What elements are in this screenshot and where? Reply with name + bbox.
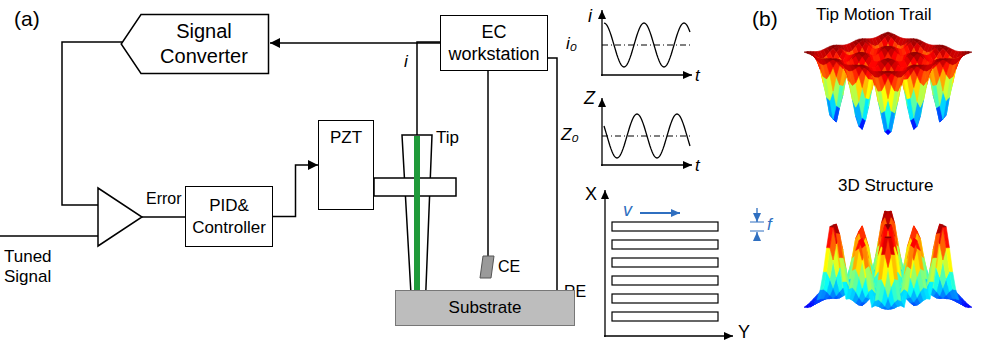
text-label: f [767,215,772,235]
converter-block: Signal Converter [120,14,270,74]
plot-axis [601,10,602,76]
surface-facet [946,248,952,272]
surface-facet [885,71,891,73]
surface-facet [849,269,856,289]
node-text: Signal Converter [144,19,264,69]
text-label: 3D Structure [838,176,933,196]
raster-line [612,294,718,303]
surface-facet [882,237,889,255]
surface-facet [817,289,824,300]
text-label: (a) [14,7,40,31]
surface-facet [862,246,868,270]
surface-facet [833,224,839,234]
error-wire [142,216,185,218]
surface-facet [853,248,859,270]
surface-facet [846,288,853,300]
text-label: X [585,184,597,205]
raster-path [612,222,718,321]
tip-trail-surface [804,32,972,134]
process-box: PID& Controller [185,186,273,247]
surface-facet [930,258,937,282]
raster-line [612,312,718,321]
plot-axis [601,164,692,165]
node-text: EC workstation [446,21,542,66]
surface-facet [865,267,871,292]
re-wire [548,58,557,312]
signal-connector [273,165,318,217]
baseline [602,45,690,46]
text-label: Tuned Signal [4,247,74,286]
surface-facet [888,237,895,255]
surface-facet [878,254,885,279]
raster-line [612,258,718,267]
probe-tip [402,135,432,312]
comparator-symbol [98,188,142,246]
text-label: t [695,156,700,176]
tuned-signal-wire [0,235,98,237]
surface-facet [937,224,943,234]
surface-facet [895,279,901,301]
surface-facet [827,227,834,248]
raster-line [612,222,718,231]
surface-facet [953,289,960,300]
plot-axis [604,335,733,336]
surface-facet [840,258,847,282]
text-label: Error [146,190,182,208]
text-label: Z [584,88,595,109]
surface-facet [949,272,955,290]
plot-axis [601,74,692,75]
process-box: Substrate [395,290,575,326]
text-label: Tip Motion Trail [816,5,932,25]
process-box: PZT [318,120,374,210]
text-label: i₀ [566,34,577,54]
raster-line [612,240,718,249]
node-text: PID& Controller [191,195,267,238]
surface-facet [875,279,881,301]
surface-facet [904,267,910,292]
velocity-arrow [640,212,680,214]
surface-facet [933,234,940,259]
structure-surface [804,211,972,309]
surface-facet [924,288,931,300]
feed-tick [750,222,764,223]
text-label: (b) [752,7,778,31]
surface-facet [920,269,927,289]
feed-tick [750,231,764,232]
process-box: EC workstation [440,15,548,71]
text-label: Y [738,322,750,343]
text-label: Tip [436,128,459,148]
tip-core [414,136,420,302]
surface-facet [836,234,843,259]
surface-facet [823,248,829,272]
surface-facet [907,246,913,270]
raster-line [612,276,718,285]
baseline [602,136,690,137]
feedback-wire [62,42,122,205]
ce-wire [487,71,489,256]
counter-electrode [480,256,494,278]
surface-facet [820,272,826,290]
text-label: CE [498,258,520,276]
feed-marker [756,208,757,222]
height-wave [604,114,690,158]
current-wire [417,42,440,136]
feed-marker [756,232,757,240]
current-wave [604,23,690,67]
node-text: Substrate [449,297,522,318]
signal-connector [270,42,440,44]
converter-outline [121,15,268,74]
text-label: Z₀ [561,125,579,145]
text-label: i [404,52,408,72]
text-label: v [623,200,632,221]
plot-axis [604,190,605,337]
surface-facet [917,248,923,270]
text-label: i [588,6,592,27]
surface-facet [891,254,898,279]
plot-axis [601,98,602,166]
surface-facet [943,227,950,248]
node-text: PZT [330,127,362,148]
text-label: t [695,66,700,86]
surface-facet [885,237,891,238]
